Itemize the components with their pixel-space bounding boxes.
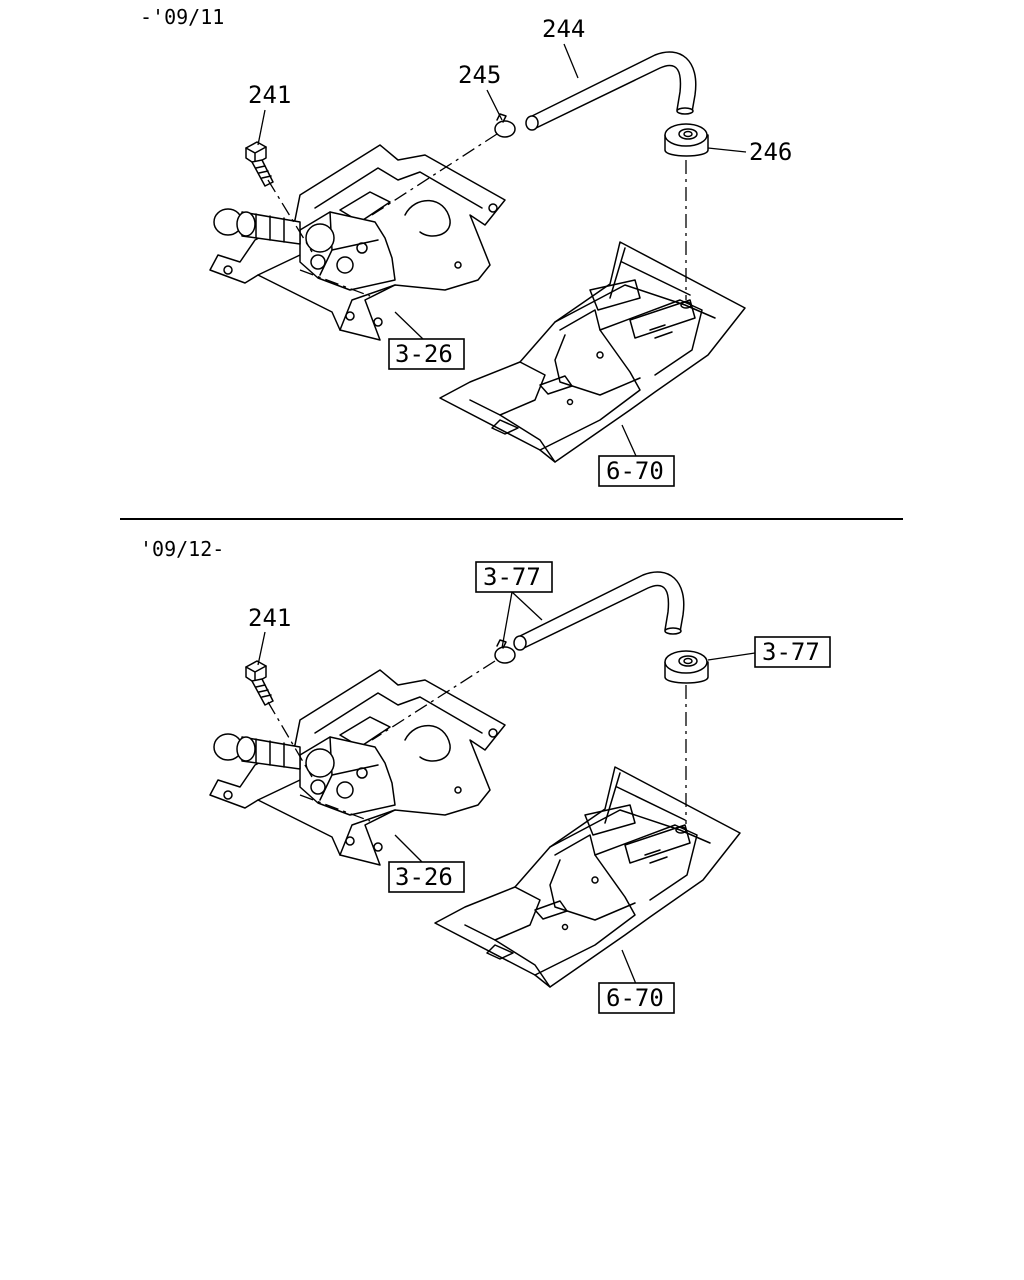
- ref-box-grommet: [754, 636, 831, 668]
- ref-bracket[interactable]: 3-26: [395, 863, 453, 891]
- ref-box-bracket: [388, 338, 465, 370]
- ref-box-floor: [598, 455, 675, 487]
- ref-hose-clip[interactable]: 3-77: [483, 563, 541, 591]
- callout-244: 244: [542, 15, 585, 43]
- hose-clip-245: [494, 113, 516, 138]
- ref-box-floor: [598, 982, 675, 1014]
- callout-246: 246: [749, 138, 792, 166]
- ref-box-bracket: [388, 861, 465, 893]
- ref-bracket[interactable]: 3-26: [395, 340, 453, 368]
- section-late: '09/12- 241 3-77 3-77 3-26 6-70: [140, 537, 831, 1014]
- section-early: -'09/11 241 245 244 246 3-26 6-70: [140, 5, 792, 487]
- floor-panel: [439, 241, 746, 463]
- hose-clip: [494, 639, 516, 664]
- bolt-241: [245, 141, 274, 187]
- pump-bracket-assembly: [209, 669, 506, 866]
- vent-hose-244: [525, 51, 697, 131]
- bolt-241: [245, 660, 274, 706]
- callout-245: 245: [458, 61, 501, 89]
- pump-bracket-assembly: [209, 144, 506, 341]
- callout-241: 241: [248, 81, 291, 109]
- period-label: -'09/11: [140, 5, 224, 29]
- ref-floor[interactable]: 6-70: [606, 457, 664, 485]
- grommet: [664, 650, 709, 684]
- grommet-246: [664, 123, 709, 157]
- callout-241: 241: [248, 604, 291, 632]
- period-label: '09/12-: [140, 537, 224, 561]
- ref-box-hose-clip: [475, 561, 553, 593]
- ref-floor[interactable]: 6-70: [606, 984, 664, 1012]
- ref-grommet[interactable]: 3-77: [762, 638, 820, 666]
